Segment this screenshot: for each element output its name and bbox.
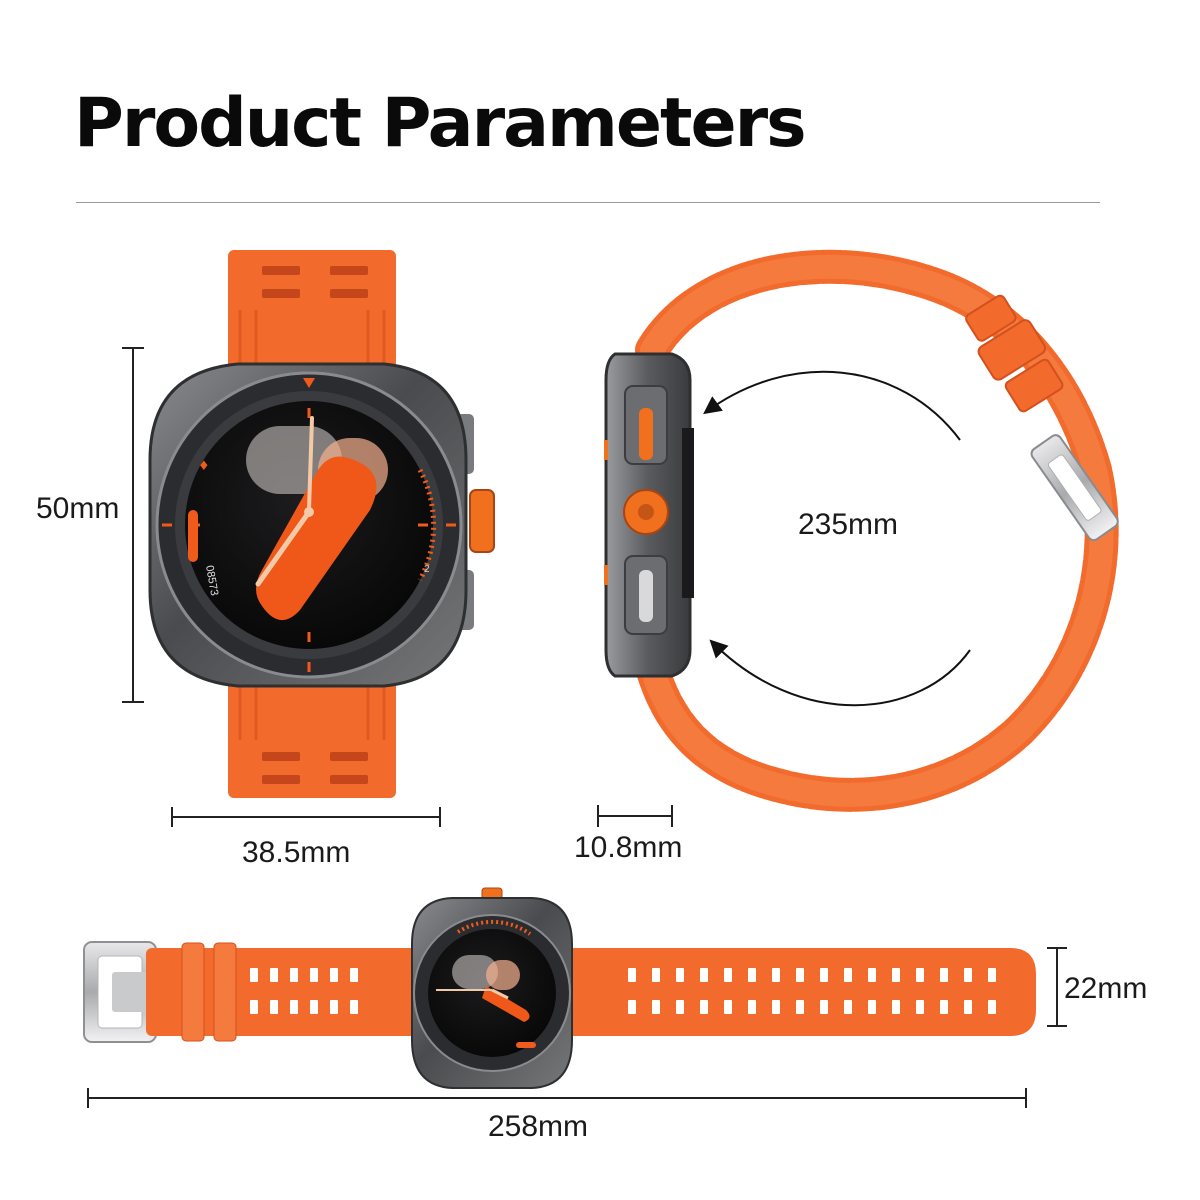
flat-strap-right — [560, 948, 1036, 1036]
front-watch-view: 08573 2 ♦ — [148, 250, 495, 798]
flat-strap-left-holes — [250, 968, 358, 1014]
strap-bottom-holes — [262, 752, 368, 784]
length-dimension-line — [87, 1088, 1027, 1108]
strap-bottom — [228, 660, 396, 798]
strap-width-label: 22mm — [1064, 972, 1148, 1005]
svg-text:♦: ♦ — [198, 459, 210, 474]
height-label: 50mm — [36, 492, 120, 525]
title-divider — [76, 202, 1100, 203]
circumference-arc-top — [703, 370, 961, 441]
strap-top — [228, 250, 396, 390]
width-dimension-line — [171, 807, 441, 827]
crown-button — [469, 489, 495, 553]
height-dimension-line — [122, 347, 144, 703]
thickness-dimension-line — [597, 805, 673, 827]
dial-small-digit: 2 — [424, 564, 430, 575]
strap-top-holes — [262, 266, 368, 298]
page-title: Product Parameters — [74, 84, 807, 163]
thickness-label: 10.8mm — [574, 831, 683, 864]
width-label: 38.5mm — [242, 836, 351, 869]
strap-width-dimension-line — [1047, 947, 1067, 1027]
strap-keeper — [977, 319, 1047, 381]
circumference-label: 235mm — [798, 508, 899, 541]
flat-watch-view — [83, 887, 1036, 1089]
flat-strap-right-holes — [628, 968, 996, 1014]
side-watch-view — [604, 249, 1119, 812]
length-label: 258mm — [488, 1110, 589, 1143]
dial-text: 08573 — [203, 564, 220, 596]
circumference-arc-bottom — [709, 639, 971, 707]
